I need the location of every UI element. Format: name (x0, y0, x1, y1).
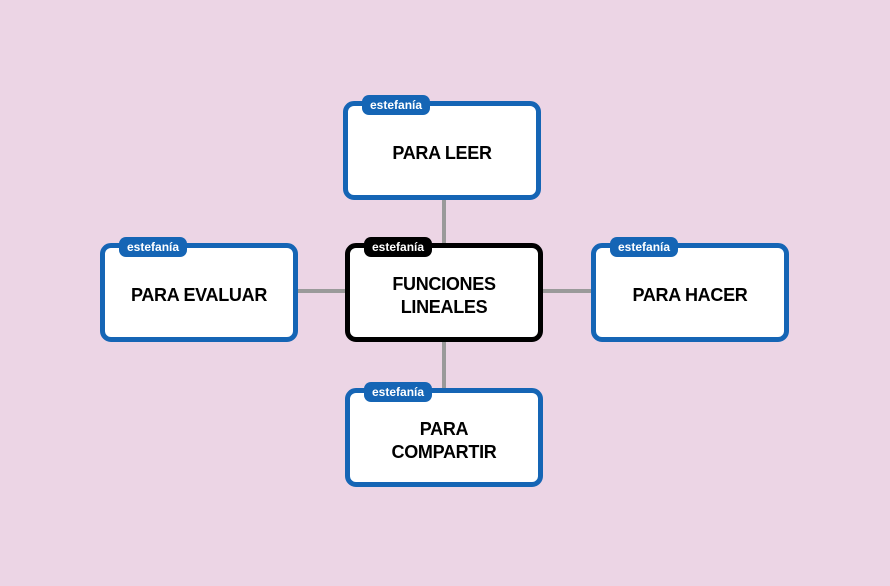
topic-node-para-evaluar[interactable]: estefanía PARA EVALUAR (100, 237, 298, 342)
author-tag: estefanía (610, 237, 679, 257)
central-topic-label: FUNCIONES LINEALES (392, 273, 496, 317)
topic-node-para-hacer[interactable]: estefanía PARA HACER (591, 237, 789, 342)
connector-right (541, 289, 593, 293)
connector-bottom (442, 339, 446, 389)
topic-label: PARA LEER (392, 143, 492, 163)
connector-top (442, 196, 446, 244)
author-tag: estefanía (364, 237, 433, 257)
author-tag: estefanía (362, 95, 431, 115)
topic-label: PARA COMPARTIR (391, 418, 497, 462)
author-tag: estefanía (119, 237, 188, 257)
topic-node-para-leer[interactable]: estefanía PARA LEER (343, 95, 541, 200)
topic-node-para-compartir[interactable]: estefanía PARA COMPARTIR (345, 382, 543, 487)
author-tag: estefanía (364, 382, 433, 402)
central-topic-node[interactable]: estefanía FUNCIONES LINEALES (345, 237, 543, 342)
connector-left (297, 289, 347, 293)
topic-label: PARA EVALUAR (130, 285, 268, 305)
topic-label: PARA HACER (632, 285, 748, 305)
